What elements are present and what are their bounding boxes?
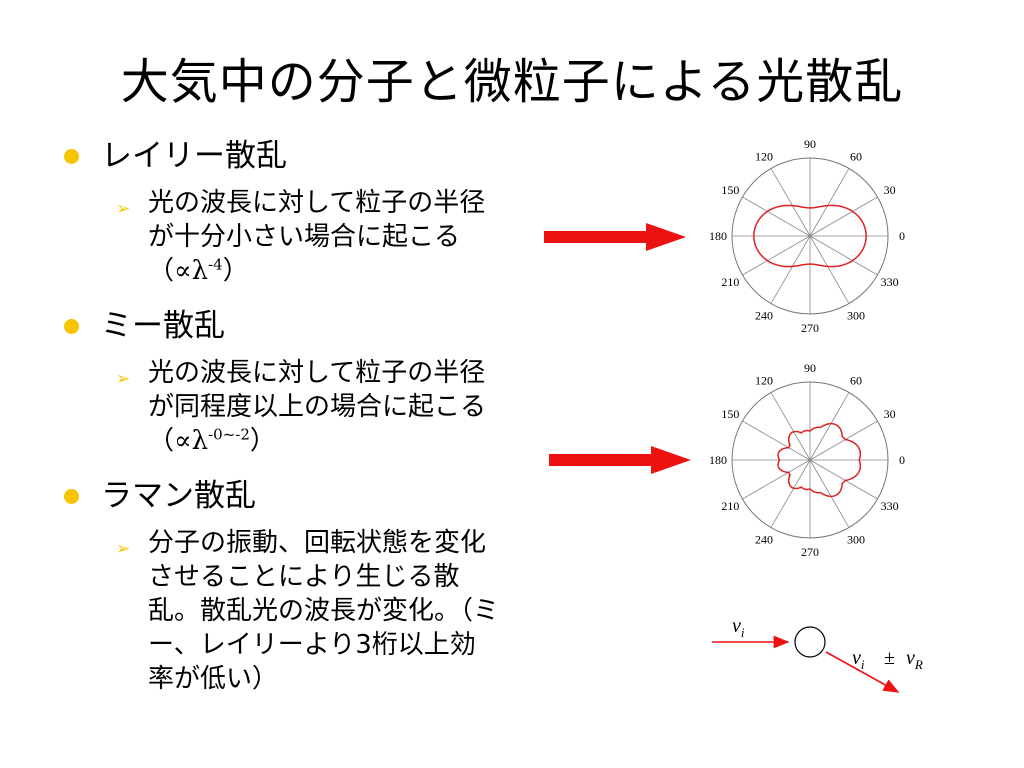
svg-text:vi: vi xyxy=(852,647,865,672)
polar-angle-label: 150 xyxy=(721,183,739,197)
slide-title: 大気中の分子と微粒子による光散乱 xyxy=(120,54,904,110)
scattering-pattern-curve xyxy=(753,204,867,268)
polar-angle-label: 0 xyxy=(899,229,905,243)
polar-angle-label: 180 xyxy=(709,453,727,467)
bullet-mie: ミー散乱 xyxy=(64,306,225,346)
rayleigh-close: ） xyxy=(222,256,249,286)
raman-text: 分子の振動、回転状態を変化させることにより生じる散乱。散乱光の波長が変化。（ミー… xyxy=(148,528,500,694)
red-arrow-mie xyxy=(549,446,691,474)
polar-spoke xyxy=(809,168,850,237)
polar-angle-label: 90 xyxy=(804,361,816,375)
polar-spoke xyxy=(809,235,850,304)
mie-text: 光の波長に対して粒子の半径が同程度以上の場合に起こる（ xyxy=(148,358,487,456)
polar-angle-label: 300 xyxy=(847,533,865,547)
scattered-arrow xyxy=(825,651,900,693)
polar-angle-label: 210 xyxy=(721,499,739,513)
polar-spoke xyxy=(809,235,878,276)
sub-raman: ➢ 分子の振動、回転状態を変化させることにより生じる散乱。散乱光の波長が変化。（… xyxy=(116,526,501,696)
polar-spoke xyxy=(809,459,878,500)
raman-shift-sub: R xyxy=(914,657,923,672)
mie-exp: -0~-2 xyxy=(208,425,250,444)
polar-angle-label: 240 xyxy=(755,533,773,547)
rayleigh-text: 光の波長に対して粒子の半径が十分小さい場合に起こる（ xyxy=(148,188,486,286)
polar-spoke xyxy=(742,459,811,500)
sub-rayleigh: ➢ 光の波長に対して粒子の半径が十分小さい場合に起こる（∝λ-4） xyxy=(116,186,501,288)
polar-angle-label: 330 xyxy=(881,275,899,289)
polar-plot-mie: 0 30 60 90 120 150 180 210 240 270 300 330 xyxy=(709,361,905,559)
polar-angle-label: 300 xyxy=(847,309,865,323)
polar-angle-label: 330 xyxy=(881,499,899,513)
bullet-dot-icon xyxy=(64,488,79,504)
polar-angle-label: 120 xyxy=(755,149,773,163)
mie-prop: ∝λ xyxy=(174,426,209,456)
polar-spoke xyxy=(809,459,850,528)
polar-angle-label: 30 xyxy=(884,183,896,197)
polar-angle-label: 270 xyxy=(801,321,819,335)
polar-spoke xyxy=(770,392,811,461)
rayleigh-exp: -4 xyxy=(208,255,223,274)
polar-angle-label: 0 xyxy=(899,453,905,467)
heading-mie: ミー散乱 xyxy=(101,308,225,344)
polar-spoke xyxy=(770,235,811,304)
polar-angle-label: 90 xyxy=(804,137,816,151)
plus-minus: ± xyxy=(884,647,895,669)
raman-shift-symbol: ν xyxy=(906,647,915,669)
molecule-circle-icon xyxy=(794,626,826,658)
polar-angle-label: 60 xyxy=(850,373,862,387)
scattered-sub: i xyxy=(861,657,865,672)
polar-angle-label: 120 xyxy=(755,373,773,387)
arrowhead-bullet-icon: ➢ xyxy=(116,369,131,389)
polar-spoke xyxy=(742,420,811,461)
bullet-dot-icon xyxy=(64,318,79,334)
rayleigh-prop: ∝λ xyxy=(174,256,209,286)
scattered-symbol: v xyxy=(852,647,861,669)
polar-spoke xyxy=(809,392,850,461)
arrowhead-bullet-icon: ➢ xyxy=(116,539,131,559)
polar-angle-label: 60 xyxy=(850,149,862,163)
svg-text:νR: νR xyxy=(906,647,923,672)
polar-spoke xyxy=(809,420,878,461)
sub-mie: ➢ 光の波長に対して粒子の半径が同程度以上の場合に起こる（∝λ-0~-2） xyxy=(116,356,501,458)
incident-sub: i xyxy=(741,625,745,640)
polar-angle-label: 210 xyxy=(721,275,739,289)
polar-angle-label: 180 xyxy=(709,229,727,243)
polar-spoke xyxy=(742,196,811,237)
heading-rayleigh: レイリー散乱 xyxy=(101,138,287,174)
polar-angle-label: 270 xyxy=(801,545,819,559)
polar-angle-label: 240 xyxy=(755,309,773,323)
svg-text:vi: vi xyxy=(732,615,745,640)
polar-plot-rayleigh: 0 30 60 90 120 150 180 210 240 270 300 330 xyxy=(709,137,905,335)
polar-spoke xyxy=(770,168,811,237)
red-arrow-rayleigh xyxy=(544,223,686,251)
scattering-pattern-curve xyxy=(777,422,862,498)
bullet-dot-icon xyxy=(64,148,79,164)
bullet-raman: ラマン散乱 xyxy=(64,476,256,516)
arrowhead-bullet-icon: ➢ xyxy=(116,199,131,219)
incident-symbol: v xyxy=(732,615,741,637)
polar-angle-label: 150 xyxy=(721,407,739,421)
polar-spoke xyxy=(809,196,878,237)
polar-angle-label: 30 xyxy=(884,407,896,421)
mie-close: ） xyxy=(249,426,276,456)
heading-raman: ラマン散乱 xyxy=(101,478,256,514)
polar-spoke xyxy=(770,459,811,528)
bullet-rayleigh: レイリー散乱 xyxy=(64,136,287,176)
polar-spoke xyxy=(742,235,811,276)
raman-diagram: vi vi ± νR xyxy=(712,615,923,693)
